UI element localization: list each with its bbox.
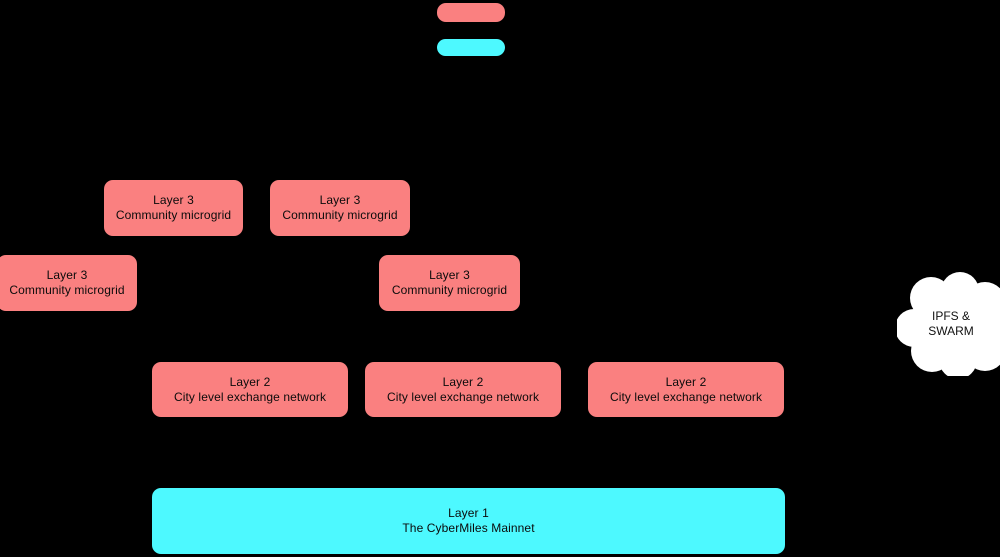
node-tier-label: Layer 3: [46, 268, 88, 282]
node-name-label: City level exchange network: [609, 389, 763, 404]
node-layer2-city-exchange-a[interactable]: Layer 2 City level exchange network: [152, 362, 348, 417]
cloud-ipfs-swarm[interactable]: IPFS & SWARM: [897, 272, 1000, 376]
node-tier-label: Layer 1: [448, 506, 489, 520]
cloud-label-line2: SWARM: [928, 324, 974, 338]
node-name-label: Community microgrid: [391, 283, 508, 297]
node-tier-label: Layer 2: [229, 374, 271, 389]
node-layer2-city-exchange-c[interactable]: Layer 2 City level exchange network: [588, 362, 784, 417]
node-tier-label: Layer 2: [442, 374, 484, 389]
cloud-label-line1: IPFS &: [931, 309, 970, 323]
node-layer3-community-microgrid-d[interactable]: Layer 3 Community microgrid: [379, 255, 520, 311]
cloud-icon: [897, 272, 1000, 376]
node-name-label: City level exchange network: [386, 389, 540, 404]
node-name-label: City level exchange network: [173, 389, 327, 404]
node-layer1-cybermiles-mainnet[interactable]: Layer 1 The CyberMiles Mainnet: [152, 488, 785, 554]
node-layer2-city-exchange-b[interactable]: Layer 2 City level exchange network: [365, 362, 561, 417]
node-layer3-community-microgrid-b[interactable]: Layer 3 Community microgrid: [270, 180, 410, 236]
legend-bar-cyan[interactable]: [437, 39, 505, 56]
node-name-label: Community microgrid: [282, 208, 398, 222]
node-tier-label: Layer 3: [319, 193, 361, 207]
node-name-label: The CyberMiles Mainnet: [402, 521, 535, 535]
node-name-label: Community microgrid: [9, 283, 125, 297]
node-tier-label: Layer 3: [429, 268, 470, 282]
node-layer3-community-microgrid-a[interactable]: Layer 3 Community microgrid: [104, 180, 243, 236]
node-layer3-community-microgrid-c[interactable]: Layer 3 Community microgrid: [0, 255, 137, 311]
node-tier-label: Layer 3: [153, 193, 194, 207]
node-tier-label: Layer 2: [665, 374, 707, 389]
legend-bar-pink[interactable]: [437, 3, 505, 22]
node-name-label: Community microgrid: [115, 208, 232, 222]
cloud-label: IPFS & SWARM: [897, 272, 1000, 376]
